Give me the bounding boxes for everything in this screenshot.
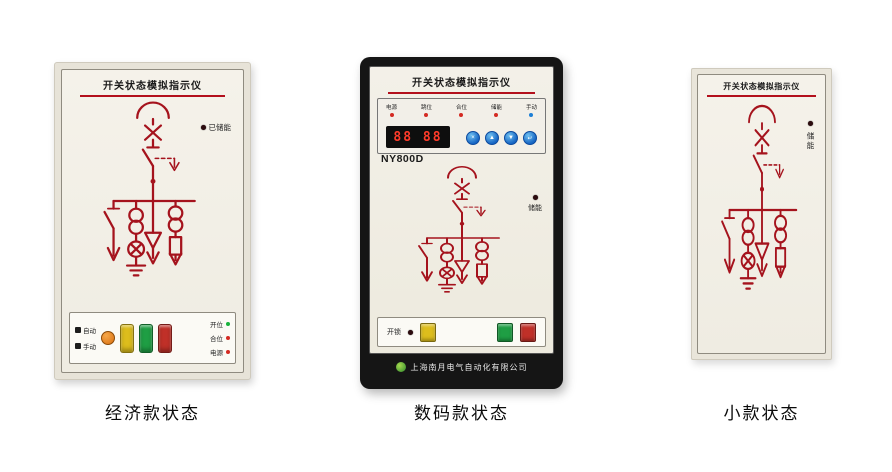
caption-digital: 数码款状态 xyxy=(414,404,509,423)
unlock-led xyxy=(408,329,413,335)
closed-label: 合位 xyxy=(210,336,223,343)
closed-led xyxy=(459,113,464,117)
title-underline xyxy=(706,95,817,97)
charged-led xyxy=(532,195,538,200)
down-button: ▼ xyxy=(504,131,518,145)
title-underline xyxy=(388,92,535,94)
auto-label: 自动 xyxy=(83,328,96,335)
power-row: 电源 xyxy=(210,347,230,357)
led-charged: 储能 xyxy=(491,103,502,117)
led-power-label: 电源 xyxy=(386,105,398,111)
led-manual-label: 手动 xyxy=(525,105,537,111)
single-line-diagram xyxy=(711,99,813,321)
small-panel-face: 开关状态模拟指示仪 储能 xyxy=(697,74,826,354)
single-line-diagram xyxy=(407,162,517,314)
open-led xyxy=(424,113,429,117)
brand-name: 上海南月电气自动化有限公司 xyxy=(410,362,528,372)
open-led xyxy=(226,322,230,326)
charged-label: 储能 xyxy=(806,132,815,151)
led-closed: 合位 xyxy=(456,103,467,117)
charged-indicator: 已储能 xyxy=(200,122,232,133)
charged-indicator: 储能 xyxy=(528,195,542,213)
digital-panel-title: 开关状态模拟指示仪 xyxy=(412,78,511,89)
model-label: NY800D xyxy=(381,153,424,165)
up-button: ▲ xyxy=(485,131,499,145)
manual-led xyxy=(529,113,534,117)
mode-labels: 自动 手动 xyxy=(75,325,96,351)
power-led xyxy=(226,350,230,354)
charged-label: 已储能 xyxy=(208,123,232,132)
open-label: 开位 xyxy=(210,322,223,329)
led-closed-label: 合位 xyxy=(455,105,467,111)
closed-led xyxy=(226,336,230,340)
auto-icon xyxy=(75,327,81,333)
brand-bar: 上海南月电气自动化有限公司 xyxy=(369,354,554,380)
set-button: × xyxy=(466,131,480,145)
closed-row: 合位 xyxy=(210,333,230,343)
charged-label: 储能 xyxy=(528,205,542,212)
yellow-button xyxy=(120,323,134,353)
green-button xyxy=(497,322,513,342)
caption-economic: 经济款状态 xyxy=(105,404,200,423)
open-row: 开位 xyxy=(210,319,230,329)
digital-panel-face: 开关状态模拟指示仪 电源 跳位 合位 xyxy=(369,66,554,354)
small-panel: 开关状态模拟指示仪 储能 xyxy=(691,68,832,360)
red-button xyxy=(520,322,536,342)
green-button xyxy=(139,323,153,353)
brand-logo-icon xyxy=(395,362,406,372)
manual-label: 手动 xyxy=(83,344,96,351)
led-open: 跳位 xyxy=(421,103,432,117)
economic-panel-face: 开关状态模拟指示仪 已储能 自动 xyxy=(61,69,244,373)
unlock-label: 开锁 xyxy=(387,329,401,336)
control-strip: 开锁 xyxy=(377,317,546,347)
economic-panel: 开关状态模拟指示仪 已储能 自动 xyxy=(54,62,251,380)
seven-segment-display: 88 88 xyxy=(386,126,450,148)
manual-row: 手动 xyxy=(75,341,96,351)
keypad: × ▲ ▼ ↵ xyxy=(466,131,537,145)
led-manual: 手动 xyxy=(526,103,537,117)
charged-led xyxy=(494,113,499,117)
yellow-button xyxy=(420,322,436,342)
small-panel-title: 开关状态模拟指示仪 xyxy=(723,82,800,91)
power-led xyxy=(389,113,394,117)
round-orange-button xyxy=(101,331,115,345)
digital-panel: 开关状态模拟指示仪 电源 跳位 合位 xyxy=(360,57,563,389)
led-open-label: 跳位 xyxy=(420,105,432,111)
enter-button: ↵ xyxy=(523,131,537,145)
single-line-diagram xyxy=(91,96,215,306)
economic-panel-title: 开关状态模拟指示仪 xyxy=(103,81,202,92)
power-label: 电源 xyxy=(210,350,223,357)
auto-row: 自动 xyxy=(75,325,96,335)
charged-indicator: 储能 xyxy=(805,121,816,151)
title-underline xyxy=(80,95,225,97)
led-charged-label: 储能 xyxy=(490,105,502,111)
led-power: 电源 xyxy=(386,103,397,117)
control-strip: 自动 手动 开位 合位 xyxy=(69,312,236,364)
caption-small: 小款状态 xyxy=(723,404,800,423)
led-row: 电源 跳位 合位 储能 xyxy=(386,103,537,117)
red-button xyxy=(158,323,172,353)
status-led-labels: 开位 合位 电源 xyxy=(210,319,230,357)
charged-led xyxy=(200,125,206,130)
display-section: 电源 跳位 合位 储能 xyxy=(377,98,546,154)
manual-icon xyxy=(75,343,81,349)
charged-led xyxy=(808,121,813,126)
